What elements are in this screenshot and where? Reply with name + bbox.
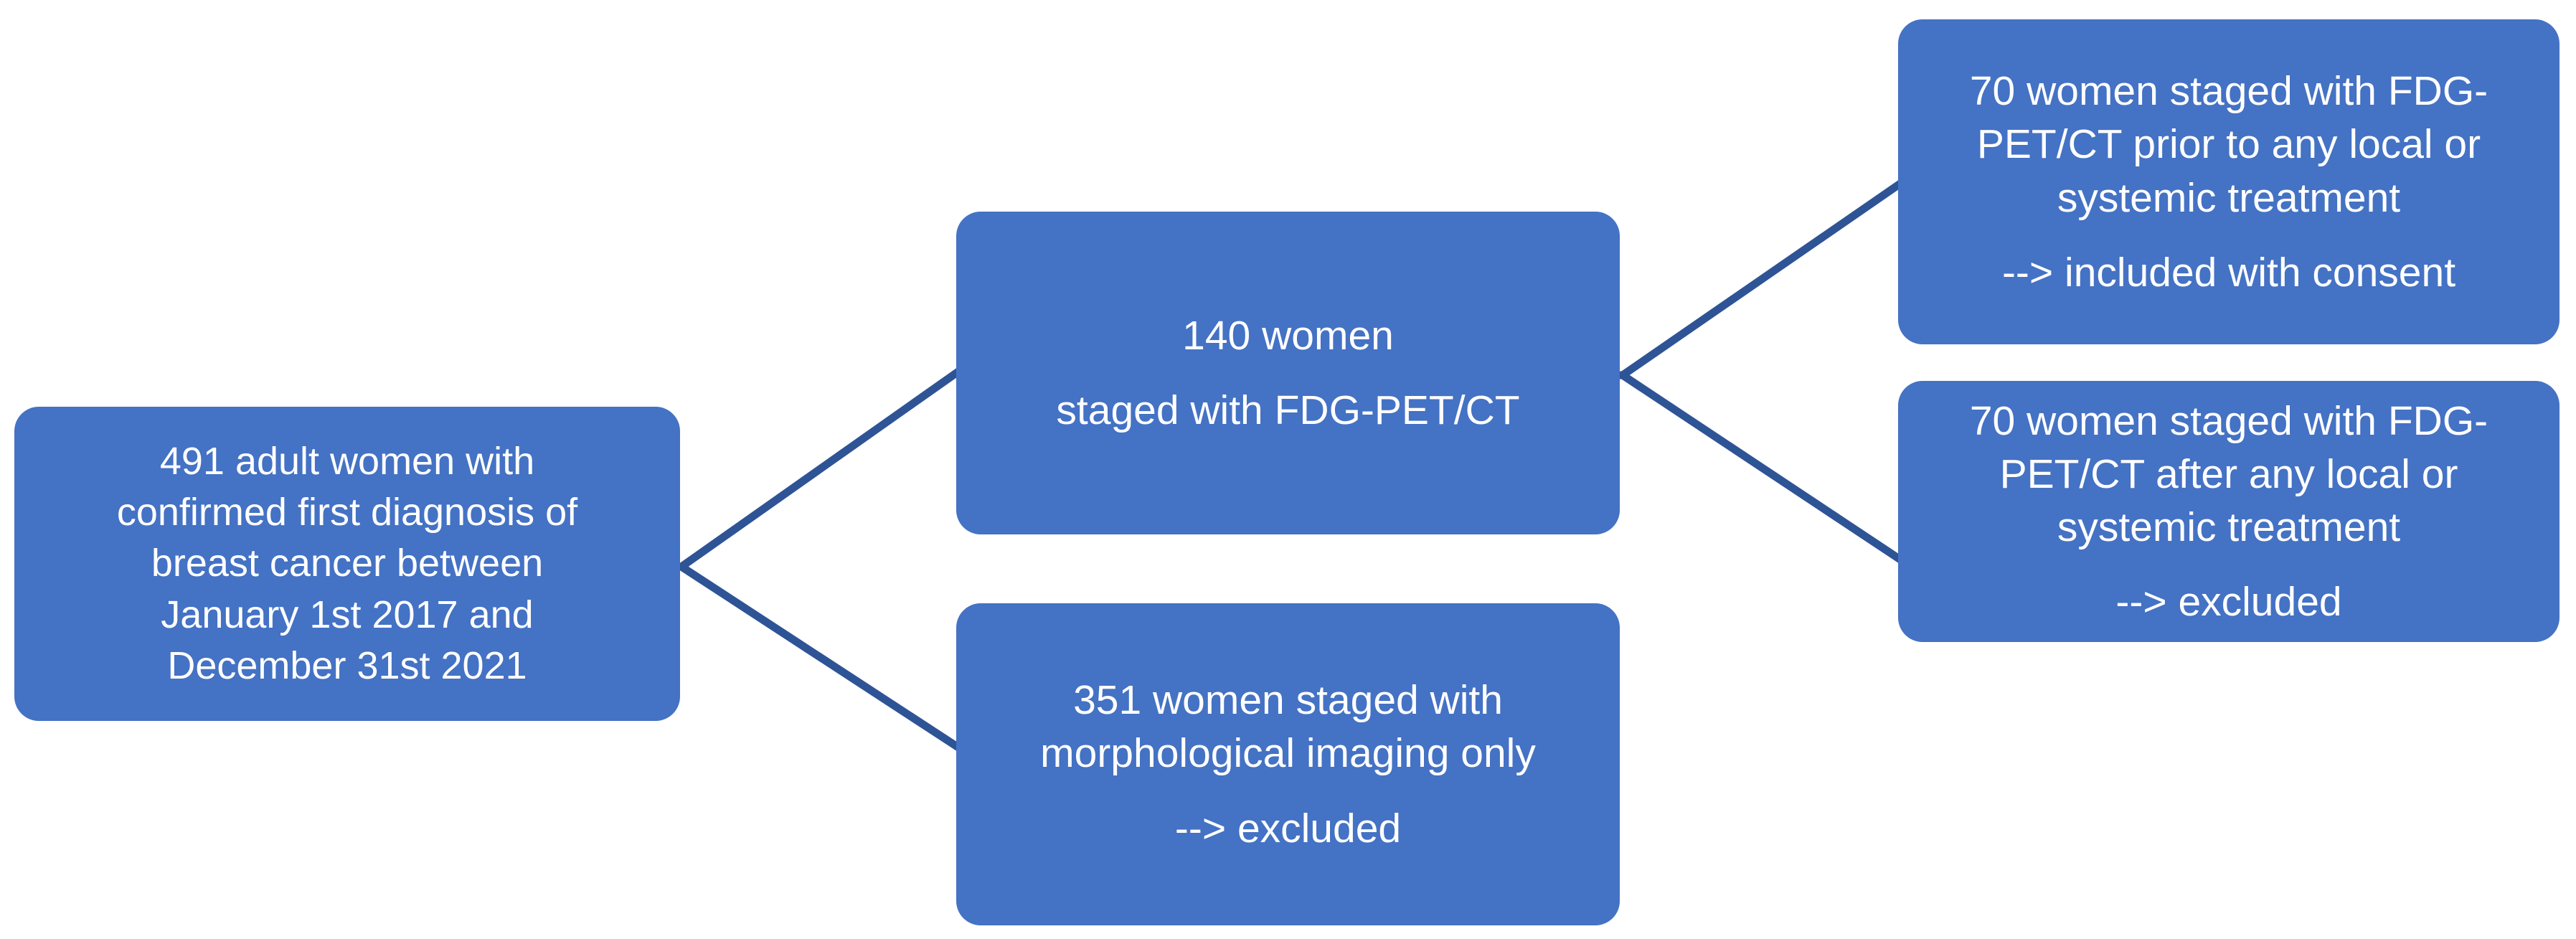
connector-pet-to-after — [1615, 371, 1904, 564]
node-source-cohort-line-3: breast cancer between — [151, 542, 544, 585]
node-pet-prior-to-treatment[interactable]: 70 women staged with FDG- PET/CT prior t… — [1898, 19, 2560, 344]
node-morphological-imaging-only[interactable]: 351 women staged with morphological imag… — [956, 603, 1620, 925]
node-source-cohort-line-4: January 1st 2017 and — [161, 593, 534, 636]
node-pet-after-treatment-line-2: PET/CT after any local or — [1999, 450, 2458, 497]
node-morphological-imaging-only-line-1: 351 women staged with — [1073, 677, 1503, 724]
node-morphological-imaging-only-line-2: morphological imaging only — [1040, 730, 1536, 777]
node-pet-after-treatment[interactable]: 70 women staged with FDG- PET/CT after a… — [1898, 381, 2560, 642]
node-staged-with-pet-ct-line-1: 140 women — [1182, 312, 1394, 359]
node-pet-prior-to-treatment-line-3: systemic treatment — [2057, 174, 2401, 221]
node-staged-with-pet-ct[interactable]: 140 women staged with FDG-PET/CT — [956, 212, 1620, 534]
node-source-cohort-line-2: confirmed first diagnosis of — [116, 491, 578, 534]
connector-pet-to-prior — [1615, 179, 1904, 379]
node-source-cohort[interactable]: 491 adult women with confirmed first dia… — [14, 407, 680, 721]
node-pet-after-treatment-outcome: --> excluded — [2115, 579, 2342, 626]
node-pet-prior-to-treatment-line-2: PET/CT prior to any local or — [1976, 121, 2481, 168]
node-source-cohort-line-5: December 31st 2021 — [167, 643, 527, 687]
node-morphological-imaging-only-outcome: --> excluded — [1174, 805, 1402, 851]
node-staged-with-pet-ct-line-2: staged with FDG-PET/CT — [1056, 387, 1520, 433]
node-pet-prior-to-treatment-outcome: --> included with consent — [2001, 249, 2456, 296]
connector-cohort-to-morph — [676, 562, 962, 752]
node-pet-prior-to-treatment-line-1: 70 women staged with FDG- — [1969, 68, 2488, 115]
node-pet-after-treatment-line-3: systemic treatment — [2057, 504, 2401, 550]
node-source-cohort-line-1: 491 adult women with — [159, 439, 535, 483]
node-pet-after-treatment-line-1: 70 women staged with FDG- — [1969, 397, 2488, 444]
connector-cohort-to-pet — [676, 367, 962, 571]
